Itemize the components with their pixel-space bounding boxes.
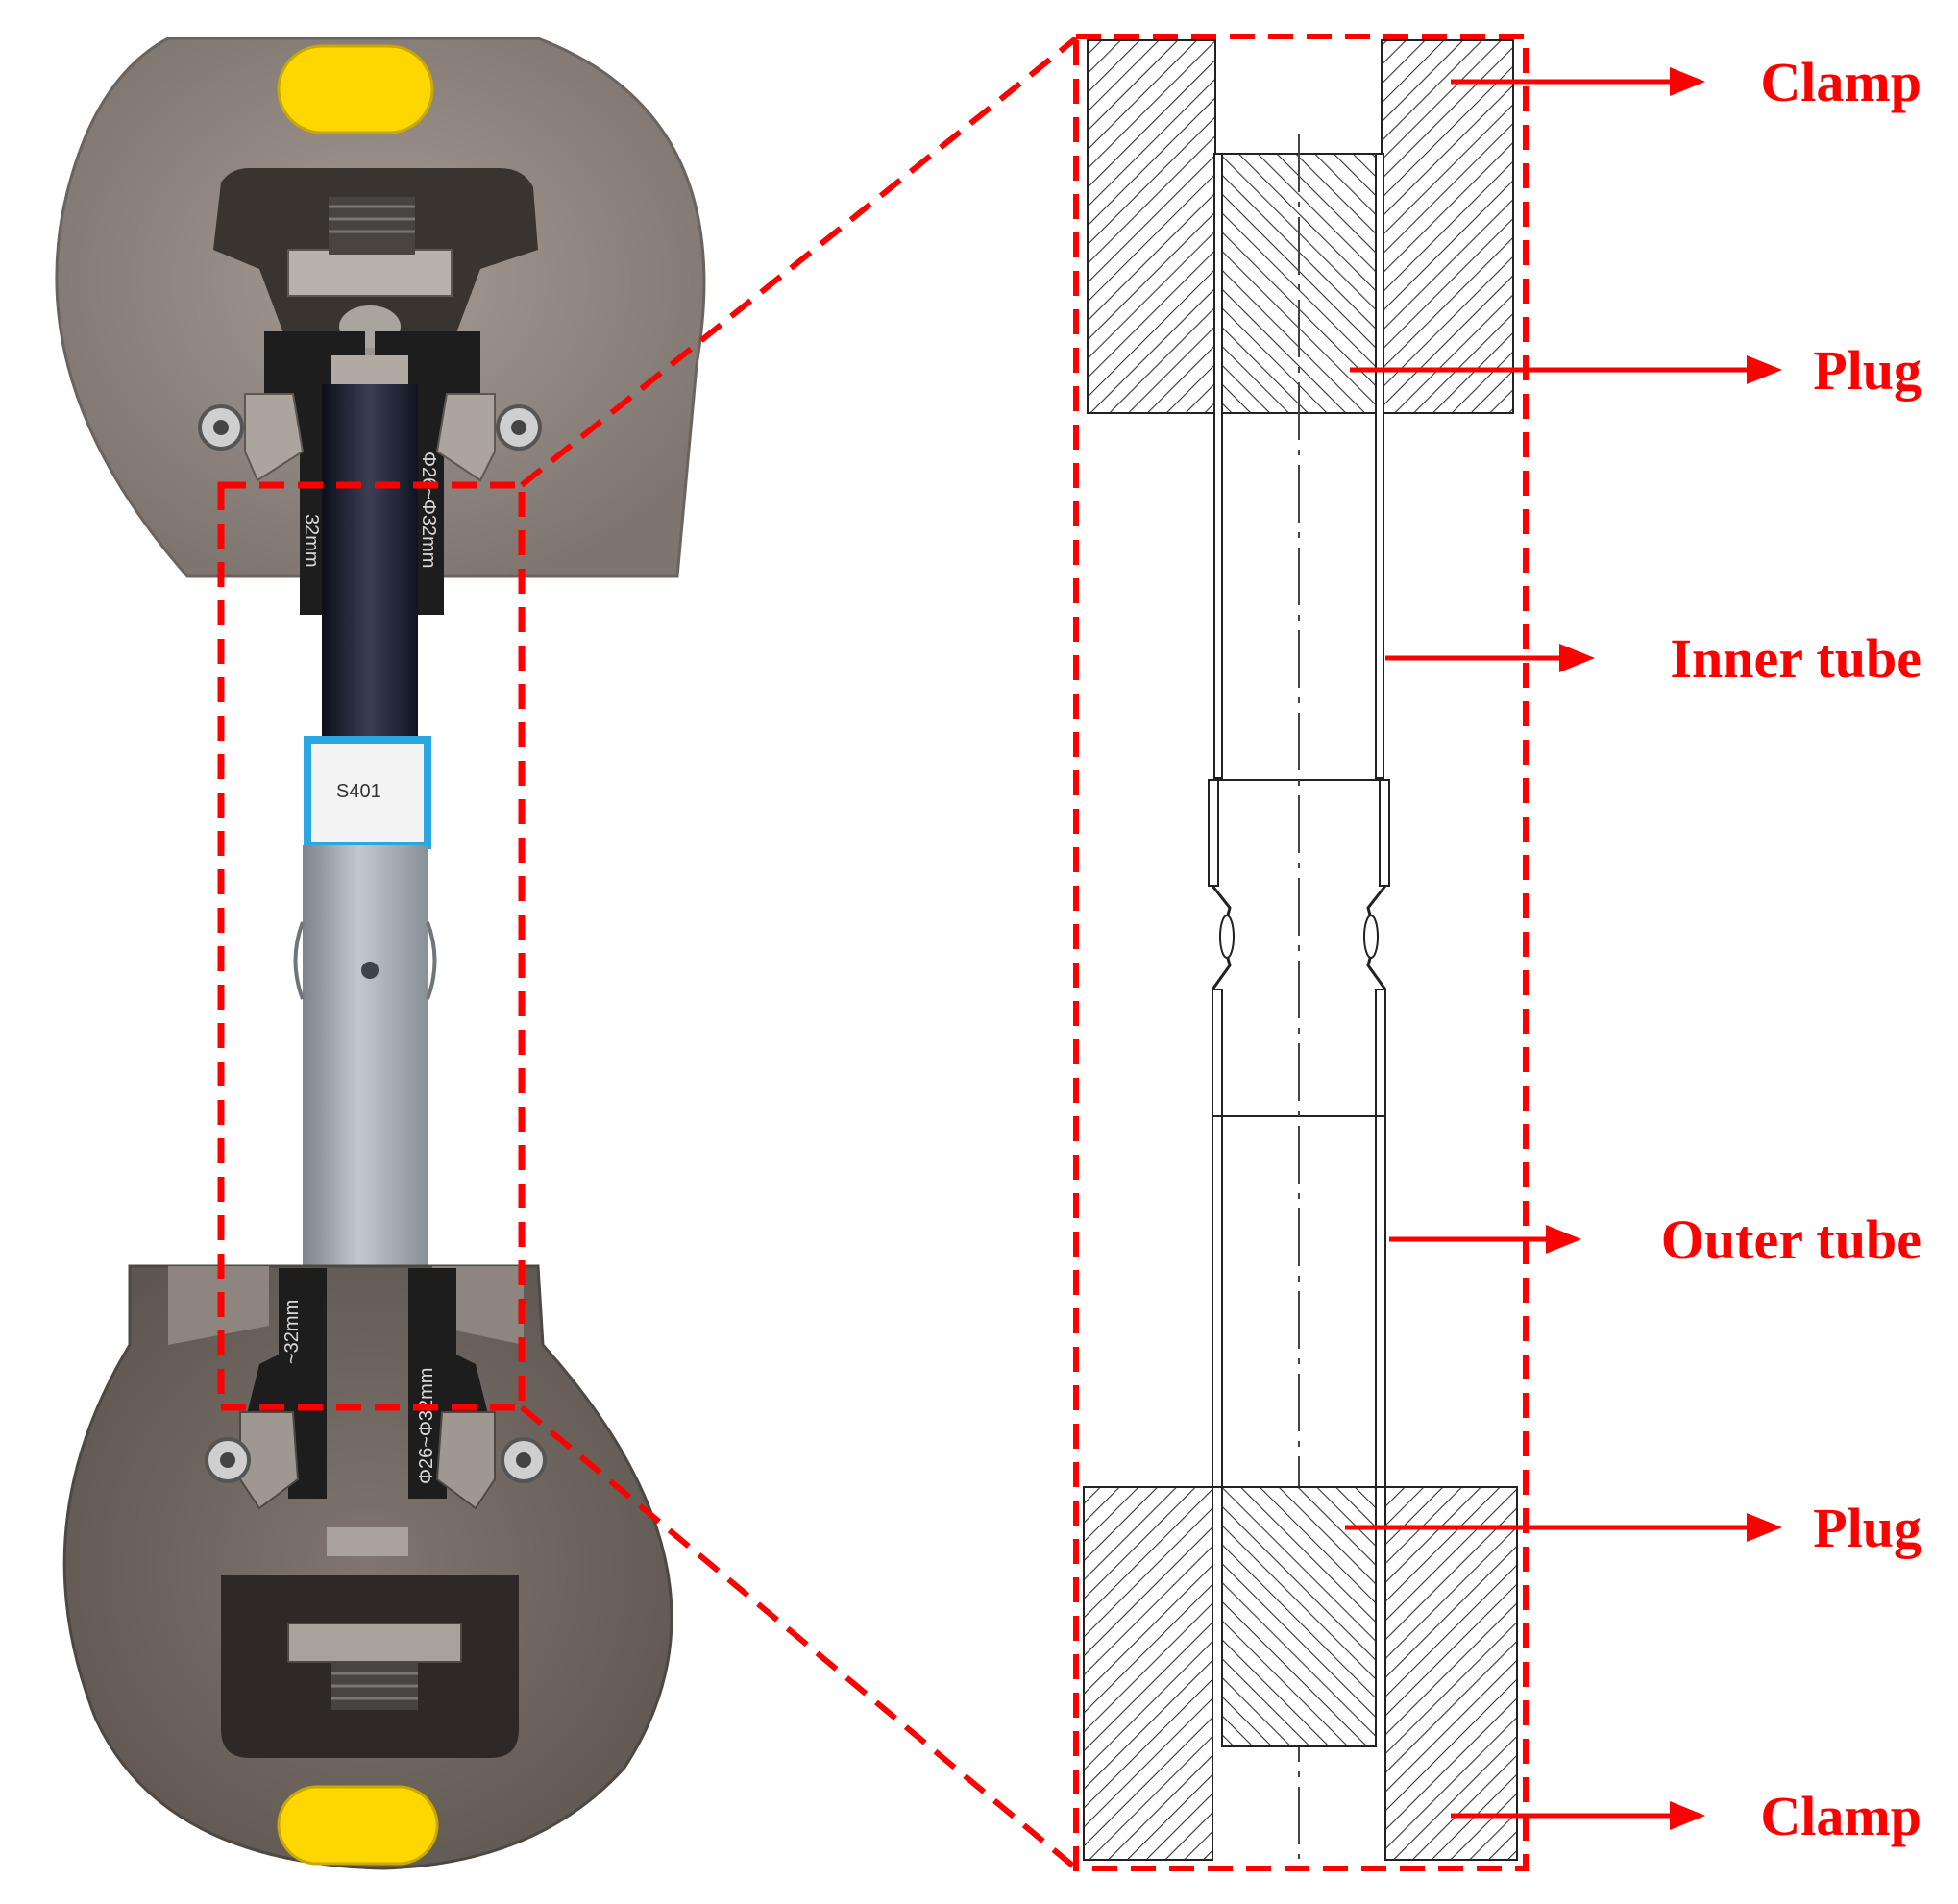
- top-left-clamp: [1087, 39, 1216, 414]
- label-outer-tube: Outer tube: [1661, 1208, 1921, 1271]
- test-rig-photo: 32mm Φ26~Φ32mm S401 ~32m: [55, 37, 706, 1870]
- grip-size-mark: Φ26~Φ32mm: [416, 1368, 437, 1484]
- grip-size-mark: Φ26~Φ32mm: [418, 452, 439, 568]
- top-yellow-pad: [277, 44, 434, 134]
- label-inner-tube: Inner tube: [1670, 627, 1921, 690]
- bottom-plug: [1221, 1486, 1377, 1747]
- bottom-left-clamp: [1083, 1486, 1213, 1861]
- zoom-connector-bottom: [520, 1404, 1078, 1871]
- schematic-selection-box: [1073, 34, 1529, 1871]
- bottom-right-jaw: [408, 1268, 490, 1499]
- bottom-yellow-pad: [277, 1785, 439, 1866]
- photo-selection-box: [217, 481, 526, 1411]
- grip-size-mark: ~32mm: [281, 1300, 303, 1364]
- specimen-label-text: S401: [336, 781, 381, 802]
- cross-section-schematic: [1073, 34, 1529, 1871]
- bottom-right-clamp: [1384, 1486, 1518, 1861]
- label-plug-bottom: Plug: [1813, 1497, 1921, 1559]
- top-plug: [1221, 153, 1377, 414]
- top-right-clamp: [1381, 39, 1514, 414]
- bottom-grip: ~32mm Φ26~Φ32mm: [62, 1264, 673, 1870]
- zoom-connector-top: [520, 36, 1078, 488]
- label-clamp-top: Clamp: [1760, 51, 1921, 113]
- grip-size-mark: 32mm: [301, 514, 322, 568]
- label-plug-top: Plug: [1813, 339, 1921, 402]
- callouts: [1345, 67, 1782, 1830]
- bottom-left-jaw: [245, 1268, 327, 1499]
- label-clamp-bottom: Clamp: [1760, 1785, 1921, 1847]
